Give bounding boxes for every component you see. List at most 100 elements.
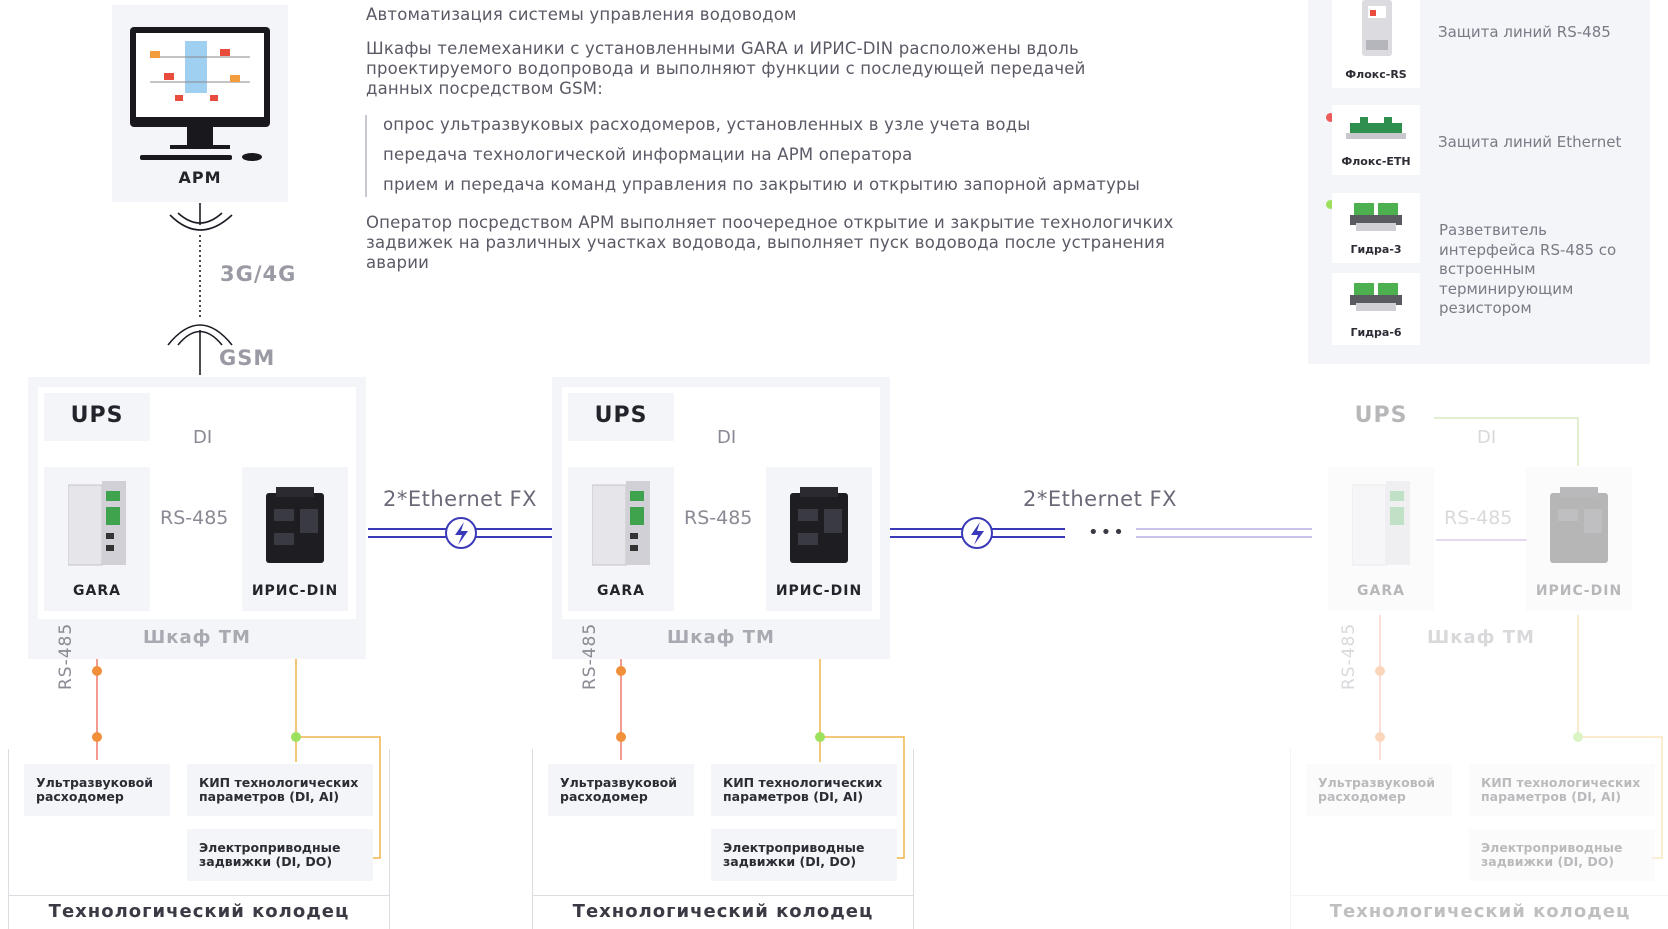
cabinet-1: UPS DI GARA RS-485 ИРИС-DIN Шкаф ТМ [28,377,366,659]
ups-label: UPS [594,403,648,428]
hydra-3-card: Гидра-3 [1332,193,1420,263]
hydra-3-label: Гидра-3 [1350,243,1402,256]
iris-label: ИРИС-DIN [775,583,863,599]
kip-box: КИП технологических параметров (DI, AI) [187,764,373,816]
ups-box: UPS [1328,393,1434,441]
rs485-vertical-label: RS-485 [56,622,76,690]
hydra-6-label: Гидра-6 [1350,326,1402,339]
splitter-dot [616,732,626,742]
flowmeter-label: Ультразвуковой расходомер [1318,775,1435,804]
ethernet-label-2: 2*Ethernet FX [1023,487,1177,511]
splitter-dot [291,732,301,742]
well-divider [533,895,913,896]
di-label: DI [1477,427,1497,448]
rs485-label: RS-485 [160,507,229,529]
flox-rs-text: Защита линий RS-485 [1438,23,1611,41]
din-module-icon [1350,283,1402,311]
rs485-vertical-label: RS-485 [1339,622,1359,690]
workstation-label: АРМ [178,168,222,187]
din-module-icon [1362,0,1392,56]
valves-label: Электроприводные задвижки (DI, DO) [723,840,865,869]
well-divider [9,895,389,896]
cabinet-3: UPS DI GARA RS-485 ИРИС-DIN Шкаф ТМ [1312,377,1650,659]
gara-device-icon [592,481,650,566]
gara-box: GARA [568,467,674,611]
well-divider [1291,895,1668,896]
cabinet-3-wires [1375,417,1663,859]
din-module-icon [1350,203,1402,231]
continuation-ellipsis: ••• [1088,522,1126,543]
splitter-dot [815,732,825,742]
well-title: Технологический колодец [1329,901,1631,922]
green-dot-icon [1326,200,1335,209]
splitter-dot [92,666,102,676]
legend-panel: Флокс-RS Защита линий RS-485 Флокс-ETH З… [1308,0,1650,364]
kip-box: КИП технологических параметров (DI, AI) [1469,764,1655,816]
splitter-dot [92,732,102,742]
iris-label: ИРИС-DIN [1535,583,1623,599]
iris-box: ИРИС-DIN [242,467,348,611]
rs485-vertical-label: RS-485 [580,622,600,690]
rs485-label: RS-485 [684,507,753,529]
din-module-icon [1346,117,1406,139]
ups-label: UPS [1354,403,1408,428]
well-title: Технологический колодец [48,901,350,922]
cabinet-2: UPS DI GARA RS-485 ИРИС-DIN Шкаф ТМ [552,377,890,659]
iris-device-icon [266,487,324,563]
flox-rs-label: Флокс-RS [1345,68,1407,81]
valves-label: Электроприводные задвижки (DI, DO) [199,840,341,869]
gara-box: GARA [1328,467,1434,611]
gara-label: GARA [1357,583,1405,599]
surge-protector-icon [445,517,477,549]
flowmeter-label: Ультразвуковой расходомер [560,775,677,804]
monitor-icon [130,27,270,161]
di-label: DI [193,427,213,448]
bullet-item: опрос ультразвуковых расходомеров, устан… [383,115,1031,134]
kip-label: КИП технологических параметров (DI, AI) [1481,775,1641,804]
flowmeter-box: Ультразвуковой расходомер [548,764,694,816]
gsm-label: GSM [219,346,276,370]
ups-box: UPS [44,393,150,441]
di-label: DI [717,427,737,448]
kip-box: КИП технологических параметров (DI, AI) [711,764,897,816]
ups-label: UPS [70,403,124,428]
ethernet-label-1: 2*Ethernet FX [383,487,537,511]
iris-box: ИРИС-DIN [766,467,872,611]
well-1: Ультразвуковой расходомер КИП технологич… [8,749,390,929]
flox-eth-text: Защита линий Ethernet [1438,133,1622,151]
flowmeter-box: Ультразвуковой расходомер [24,764,170,816]
cabinet-title: Шкаф ТМ [143,627,251,648]
iris-box: ИРИС-DIN [1526,467,1632,611]
gara-label: GARA [73,583,121,599]
iris-device-icon [790,487,848,563]
well-2: Ультразвуковой расходомер КИП технологич… [532,749,914,929]
ups-box: UPS [568,393,674,441]
description-title: Автоматизация системы управления водовод… [366,5,797,24]
rs485-label: RS-485 [1444,507,1513,529]
gara-device-icon [68,481,126,566]
cabinet-title: Шкаф ТМ [667,627,775,648]
splitter-dot [616,666,626,676]
iris-label: ИРИС-DIN [251,583,339,599]
flox-eth-label: Флокс-ETH [1341,155,1411,168]
flowmeter-label: Ультразвуковой расходомер [36,775,153,804]
surge-protector-icon [961,517,993,549]
valves-label: Электроприводные задвижки (DI, DO) [1481,840,1623,869]
bullet-bar [365,115,367,197]
radio-link [167,203,233,375]
bullet-item: передача технологической информации на А… [383,145,913,164]
red-dot-icon [1326,113,1335,122]
workstation-panel: АРМ [112,5,288,202]
cellular-label: 3G/4G [220,262,297,286]
gara-box: GARA [44,467,150,611]
description-para1: Шкафы телемеханики с установленными GARA… [366,39,1086,98]
bullet-item: прием и передача команд управления по за… [383,175,1140,194]
gara-device-icon [1352,481,1410,566]
valves-box: Электроприводные задвижки (DI, DO) [1469,829,1655,881]
splitter-text: Разветвитель интерфейса RS-485 со встрое… [1439,221,1617,317]
flox-eth-card: Флокс-ETH [1332,105,1420,175]
valves-box: Электроприводные задвижки (DI, DO) [187,829,373,881]
kip-label: КИП технологических параметров (DI, AI) [723,775,883,804]
hydra-6-card: Гидра-6 [1332,273,1420,345]
